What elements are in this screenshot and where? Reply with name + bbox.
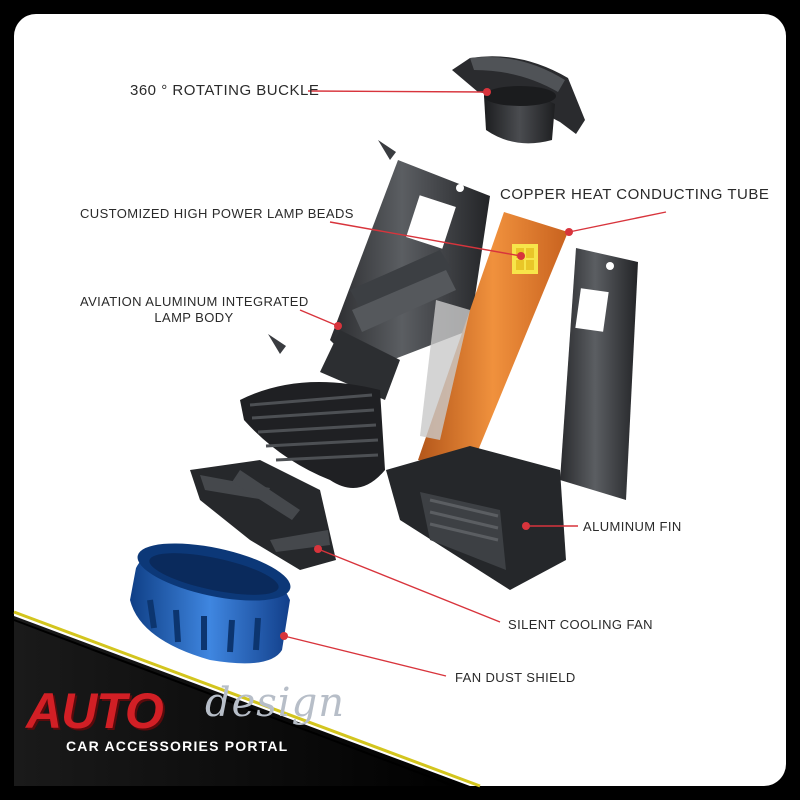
brand-tagline: CAR ACCESSORIES PORTAL [66,738,288,754]
label-copper-tube: COPPER HEAT CONDUCTING TUBE [500,187,769,203]
brand-logo-script: design [205,680,345,726]
label-aluminum-fin: ALUMINUM FIN [583,519,682,535]
label-lamp-body: AVIATION ALUMINUM INTEGRATED LAMP BODY [80,294,308,326]
label-lamp-body-line1: AVIATION ALUMINUM INTEGRATED [80,294,308,310]
clip-top [378,140,396,160]
leader-buckle [308,91,487,92]
label-lamp-body-line2: LAMP BODY [80,310,308,326]
label-lamp-beads: CUSTOMIZED HIGH POWER LAMP BEADS [80,206,354,222]
leader-copper-tube [569,212,666,232]
rotating-buckle [452,56,585,143]
clip-left [268,334,286,354]
label-cooling-fan: SILENT COOLING FAN [508,617,653,633]
brand-logo-word: AUTO [26,682,163,740]
label-dust-shield: FAN DUST SHIELD [455,670,576,686]
label-rotating-buckle: 360 ° ROTATING BUCKLE [130,83,319,99]
leader-dust-shield [284,636,446,676]
